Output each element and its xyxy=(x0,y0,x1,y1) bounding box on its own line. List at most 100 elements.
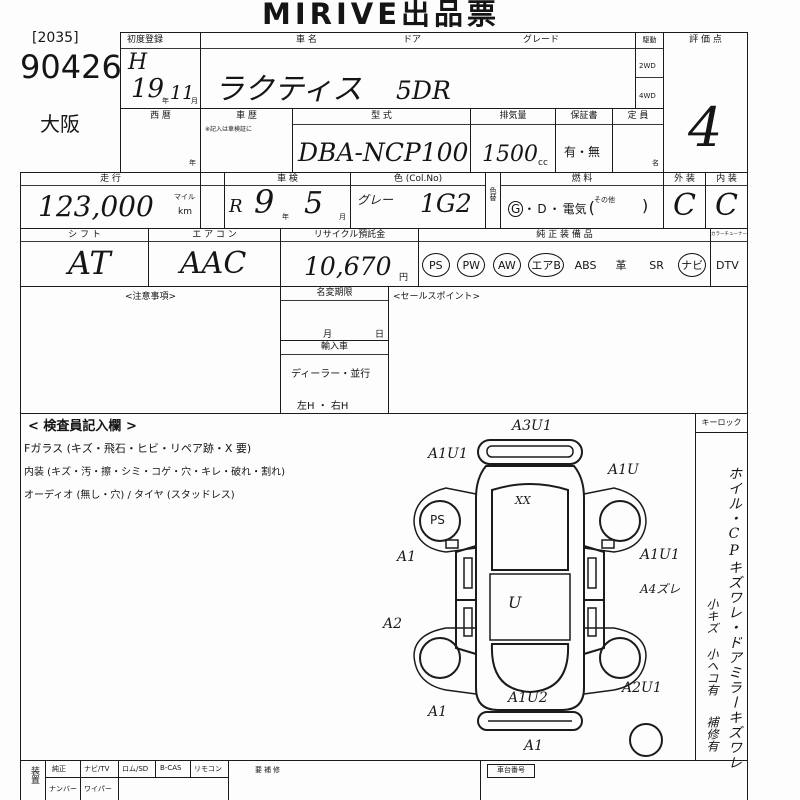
tuner-label: カラーチューナー xyxy=(711,229,747,242)
bottom-col-genuine: 純正 xyxy=(45,760,81,778)
inspection-year-unit: 年 xyxy=(282,213,289,221)
bottom-row-wiper: ワイパー xyxy=(84,785,112,793)
inspection-month-unit: 月 xyxy=(339,213,346,221)
spare-tire xyxy=(629,723,663,757)
equipment-abs: ABS xyxy=(574,258,597,272)
car-diagram xyxy=(413,439,663,757)
registration-month: 11 xyxy=(170,82,195,104)
equipment-navi: ナビ xyxy=(678,253,707,277)
fuel-option-electric: 電気 xyxy=(562,202,587,216)
left-rear-door-handle xyxy=(463,607,473,637)
aircon-label: エ ア コ ン xyxy=(149,229,280,242)
bottom-col-remote-label: リモコン xyxy=(194,765,222,773)
mile-label: マイル xyxy=(174,193,195,201)
western-year-cell: 西 暦 年 xyxy=(120,108,201,173)
key-lock-box: キーロック xyxy=(695,413,748,433)
recycle-label: リサイクル預託金 xyxy=(281,229,418,242)
right-rear-tire xyxy=(599,637,641,679)
interior-label: 内 装 xyxy=(706,173,747,186)
mileage-flag-cell xyxy=(200,172,225,229)
bottom-col-rom-sd: ロム/SD xyxy=(118,760,156,778)
right-front-fender xyxy=(583,487,647,553)
left-mirror xyxy=(445,539,459,549)
sales-point-cell: <セールスポイント> xyxy=(388,286,748,414)
sheet-title: MIRIVE出品票 xyxy=(262,0,501,31)
equipment-list: PS PW AW エアB ABS 革 SR ナビ xyxy=(418,244,710,286)
name-change-month: 月 xyxy=(323,330,333,340)
rear-window xyxy=(490,643,570,694)
annotation-hood: XX xyxy=(515,494,531,507)
equipment-sunroof: SR xyxy=(649,258,664,272)
tuner-dtv: DTV xyxy=(716,259,739,272)
bottom-col-remote: リモコン xyxy=(190,760,229,778)
annotation-left-front-fender: A1U1 xyxy=(428,446,468,462)
color-code: 1G2 xyxy=(420,189,472,218)
audio-tire-check: オーディオ (無し・穴) / タイヤ (スタッドレス) xyxy=(24,490,235,501)
inspection-year: 9 xyxy=(254,183,275,221)
equipment-pw: PW xyxy=(457,253,486,277)
lot-number: 90426 xyxy=(20,48,122,86)
annotation-right-front-fender: A1U xyxy=(608,462,639,478)
displacement-label: 排気量 xyxy=(471,109,555,125)
import-label: 輸入車 xyxy=(281,341,388,355)
import-cell: 輸入車 ディーラー・並行 左H ・ 右H xyxy=(280,340,389,414)
car-name-header: 車 名 ドア グレード xyxy=(201,33,635,49)
color-label: 色 (Col.No) xyxy=(351,173,485,186)
right-rear-fender xyxy=(583,627,647,695)
annotation-right-rear-fender: A2U1 xyxy=(622,680,662,696)
right-mirror xyxy=(601,539,615,549)
history-label: 車 歴 xyxy=(236,111,257,121)
fuel-close-paren: ) xyxy=(642,196,649,215)
bottom-col-navi-tv-label: ナビ/TV xyxy=(84,765,110,773)
annotation-left-front-door: A1 xyxy=(397,549,417,565)
model-value: DBA-NCP100 xyxy=(298,138,469,167)
right-front-tire xyxy=(599,500,641,542)
tuner-cell: カラーチューナー DTV xyxy=(710,228,748,287)
left-front-door-handle xyxy=(463,557,473,589)
warranty-label: 保証書 xyxy=(556,109,612,125)
history-cell: 車 歴 ※記入は車検証に xyxy=(200,108,293,173)
notes-cell: <注意事項> xyxy=(20,286,281,414)
left-rear-fender xyxy=(413,627,477,695)
western-year-label: 西 暦 xyxy=(150,111,171,121)
fuel-option-gasoline: G xyxy=(508,201,524,217)
equipment-aw: AW xyxy=(492,253,521,277)
registration-year-unit: 年 xyxy=(162,97,169,105)
annotation-rear-gate: A1U2 xyxy=(508,690,548,706)
sales-point-label: <セールスポイント> xyxy=(393,292,481,302)
annotation-cabin: U xyxy=(508,593,522,612)
recycle-unit: 円 xyxy=(399,273,409,283)
registration-month-unit: 月 xyxy=(191,97,198,105)
name-change-cell: 名変期限 月 日 xyxy=(280,286,389,341)
equipment-label: 純 正 装 備 品 xyxy=(419,229,710,242)
cabin-panel xyxy=(489,573,571,641)
warranty-value: 有・無 xyxy=(564,145,601,159)
remark-small-dent: 小ヘコ有 xyxy=(705,648,719,696)
front-bumper xyxy=(477,439,583,465)
capacity-unit: 名 xyxy=(652,159,659,167)
history-note: ※記入は車検証に xyxy=(205,126,253,133)
annotation-left-front-tire: PS xyxy=(430,513,445,527)
fuel-other: その他 xyxy=(594,196,615,204)
front-bumper-inner xyxy=(486,445,574,458)
equipment-leather: 革 xyxy=(615,259,627,272)
grade-label: グレード xyxy=(523,35,560,45)
model-label: 型 式 xyxy=(293,109,470,125)
body-outline xyxy=(475,465,585,711)
import-type: ディーラー・並行 xyxy=(291,369,371,380)
annotation-rear-bumper: A1 xyxy=(524,738,544,754)
score-value: 4 xyxy=(688,96,723,159)
inspection-label: 車 検 xyxy=(225,173,350,186)
equipment-ps: PS xyxy=(421,253,450,277)
bottom-col-genuine-label: 純正 xyxy=(52,765,66,773)
annotation-left-rear-fender: A1 xyxy=(428,704,448,720)
bottom-side-label: 装置 xyxy=(29,766,39,784)
rear-bumper xyxy=(477,711,583,731)
km-label: km xyxy=(178,207,192,217)
western-year-unit: 年 xyxy=(189,159,196,167)
inspection-era: R xyxy=(229,196,243,217)
car-name: ラクティス xyxy=(214,72,363,107)
registration-year: 19 xyxy=(131,74,165,104)
bottom-col-navi-tv: ナビ/TV xyxy=(80,760,119,778)
chassis-label: 車台番号 xyxy=(487,764,535,778)
